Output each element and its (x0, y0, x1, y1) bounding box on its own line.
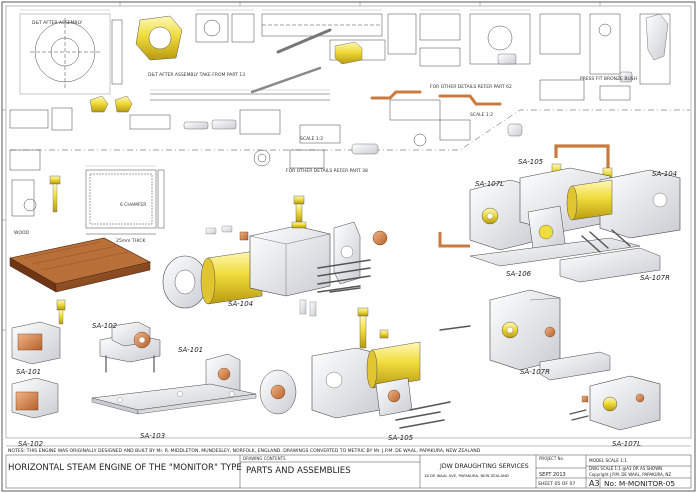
label-sa107l-bottom: SA-107L (612, 440, 641, 448)
note-chamfer: 6 CHAMFER (120, 202, 146, 208)
assembly-engine-right (438, 144, 681, 283)
label-sa107l-top: SA-107L (475, 180, 504, 188)
label-sa102-bottom: SA-102 (18, 440, 44, 448)
assembly-bearings-left (11, 299, 257, 419)
title-block (5, 454, 692, 489)
paper-size: A3 (589, 479, 600, 488)
assembly-sa107r-mid (489, 289, 611, 381)
label-sa106: SA-106 (506, 270, 532, 278)
company-name: JDW DRAUGHTING SERVICES (439, 463, 529, 470)
label-sa105-top: SA-105 (518, 158, 544, 166)
drawing-title: HORIZONTAL STEAM ENGINE OF THE "MONITOR"… (8, 463, 242, 473)
company-address: 18 DE WAAL AVE, PAPAKURA, NEW ZEALAND (424, 473, 509, 478)
label-sa104-mid: SA-104 (228, 300, 253, 308)
dimension-lines (20, 9, 530, 167)
note-dt-after-assembly-2: D&T AFTER ASSEMBLY TAKE FROM PART 13 (148, 72, 245, 78)
label-sa107r-mid: SA-107R (520, 368, 550, 376)
note-wood: WOOD (14, 230, 30, 236)
label-sa103: SA-103 (140, 432, 165, 440)
wood-base (9, 237, 151, 293)
label-sa101-left: SA-101 (16, 368, 41, 376)
part-details (9, 13, 671, 235)
note-for-other-details: FOR OTHER DETAILS REFER PART 62 (430, 84, 512, 90)
border-ticks (2, 2, 601, 331)
drawing-date: SEPT 2013 (539, 472, 566, 478)
notes-text: NOTES: THIS ENGINE WAS ORIGINALLY DESIGN… (8, 448, 481, 454)
label-sa107r-top: SA-107R (640, 274, 670, 282)
sheet-number: SHEET 05 OF 07 (538, 481, 575, 487)
label-sa101-mid: SA-101 (178, 346, 203, 354)
drawing-number: No: M-MONITOR-05 (604, 479, 675, 488)
assembly-sa104-mid (162, 195, 388, 317)
note-for-other-details-2: FOR OTHER DETAILS REFER PART 38 (286, 168, 368, 174)
section-divider (10, 109, 690, 151)
rendered-small-parts (49, 13, 669, 213)
assembly-sa107l-bottom (569, 375, 661, 431)
dwg-scale: DWG SCALE 1:1 @A3 OR AS SHOWN (589, 466, 662, 471)
inner-border (5, 5, 692, 439)
drawing-contents: PARTS AND ASSEMBLIES (246, 466, 351, 476)
copyright: Copyright J.P.M. DE WAAL, PAPAKURA, NZ (589, 472, 671, 477)
label-sa104-top: SA-104 (652, 170, 677, 178)
project-number-header: PROJECT No. (539, 456, 564, 461)
note-press-fit: PRESS FIT BRONZE BUSH (580, 76, 637, 82)
label-sa105-bottom: SA-105 (388, 434, 414, 442)
detail-notes: D&T AFTER ASSEMBLY D&T AFTER ASSEMBLY TA… (14, 20, 637, 244)
note-dt-after-assembly: D&T AFTER ASSEMBLY (32, 20, 82, 26)
drawing-contents-header: DRAWING CONTENTS (243, 456, 286, 461)
assembly-labels: SA-105 SA-104 SA-107L SA-106 SA-107R SA-… (16, 158, 677, 448)
label-sa102-top: SA-102 (92, 322, 118, 330)
note-thick: 25mm THICK (116, 238, 147, 244)
note-scale-12b: SCALE 1:2 (470, 112, 493, 118)
assembly-sa105-bottom (259, 287, 471, 429)
model-scale: MODEL SCALE 1:1 (589, 458, 627, 463)
note-scale-12: SCALE 1:2 (300, 136, 323, 142)
